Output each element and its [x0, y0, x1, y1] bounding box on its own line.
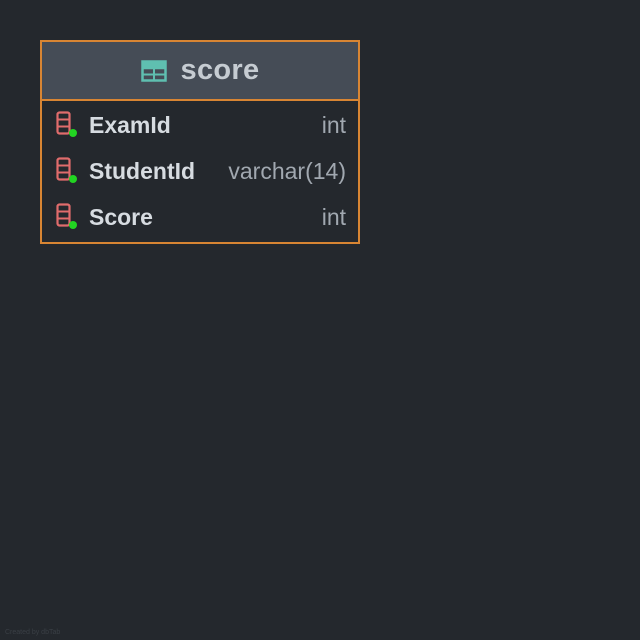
column-type: int — [321, 111, 346, 138]
status-dot — [69, 221, 77, 229]
column-name: StudentId — [89, 157, 196, 184]
entity-title: score — [180, 54, 260, 86]
column-type: varchar(14) — [228, 157, 346, 184]
column-row-score[interactable]: Score int — [42, 194, 358, 240]
column-icon — [56, 203, 78, 231]
column-name: ExamId — [89, 111, 171, 138]
column-type: int — [321, 203, 346, 230]
status-dot — [69, 175, 77, 183]
column-icon — [56, 111, 78, 139]
column-row-examid[interactable]: ExamId int — [42, 102, 358, 148]
table-icon — [140, 59, 167, 82]
status-dot — [69, 129, 77, 137]
watermark: Created by dbTab — [5, 629, 61, 636]
column-name: Score — [89, 203, 153, 230]
column-list: ExamId int StudentId varchar(14) — [42, 101, 358, 242]
column-icon — [56, 157, 78, 185]
column-row-studentid[interactable]: StudentId varchar(14) — [42, 148, 358, 194]
entity-header[interactable]: score — [42, 42, 358, 101]
entity-score[interactable]: score ExamId int — [40, 40, 360, 244]
